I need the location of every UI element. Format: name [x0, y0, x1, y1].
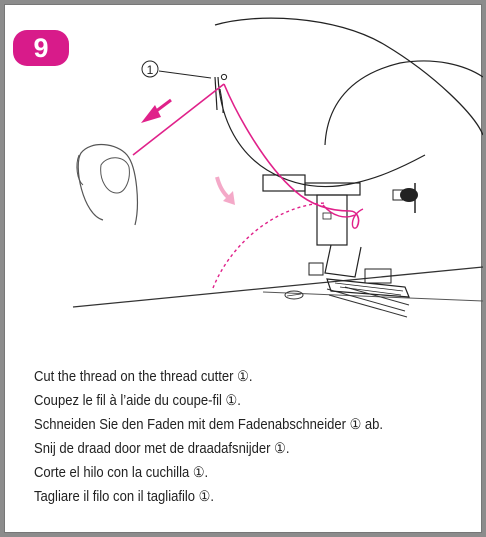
needle-clamp-knob [400, 188, 418, 202]
needle-plate-edge [262, 291, 483, 302]
machine-head-outline [214, 17, 483, 136]
callout-marker [141, 60, 159, 78]
instruction-spanish: Corte el hilo con la cuchilla ①. [34, 465, 209, 481]
face-plate-inner-curve [324, 60, 483, 146]
feed-dogs [326, 286, 410, 318]
instruction-italian: Tagliare il filo con il tagliafilo ①. [34, 489, 214, 505]
instruction-english: Cut the thread on the thread cutter ①. [34, 369, 253, 385]
fingernail [100, 157, 130, 194]
finger-drawing [77, 144, 138, 226]
thread-path-dashed [212, 202, 326, 289]
machine-bed-line [72, 266, 483, 308]
callout-leader [158, 70, 212, 79]
callout-label: 1 [147, 63, 154, 77]
sewing-machine-illustration: 1 [72, 17, 483, 318]
rotation-arrow [215, 176, 235, 205]
foot-screw [308, 262, 324, 276]
plate-screw [284, 290, 304, 300]
face-plate-outline [217, 76, 426, 188]
instruction-french: Coupez le fil à l’aide du coupe-fil ①. [34, 393, 241, 409]
step-number-badge: 9 [13, 30, 69, 66]
instruction-list: Cut the thread on the thread cutter ①. C… [34, 365, 383, 509]
instruction-card: 9 [4, 4, 483, 533]
take-up-hole [220, 73, 228, 81]
presser-foot-holder [316, 194, 348, 246]
pull-direction-arrow [141, 98, 172, 123]
instruction-german: Schneiden Sie den Faden mit dem Fadenabs… [34, 417, 384, 433]
instruction-dutch: Snij de draad door met de draadafsnijder… [34, 441, 290, 457]
presser-foot [326, 278, 410, 298]
thread-line [132, 83, 225, 156]
